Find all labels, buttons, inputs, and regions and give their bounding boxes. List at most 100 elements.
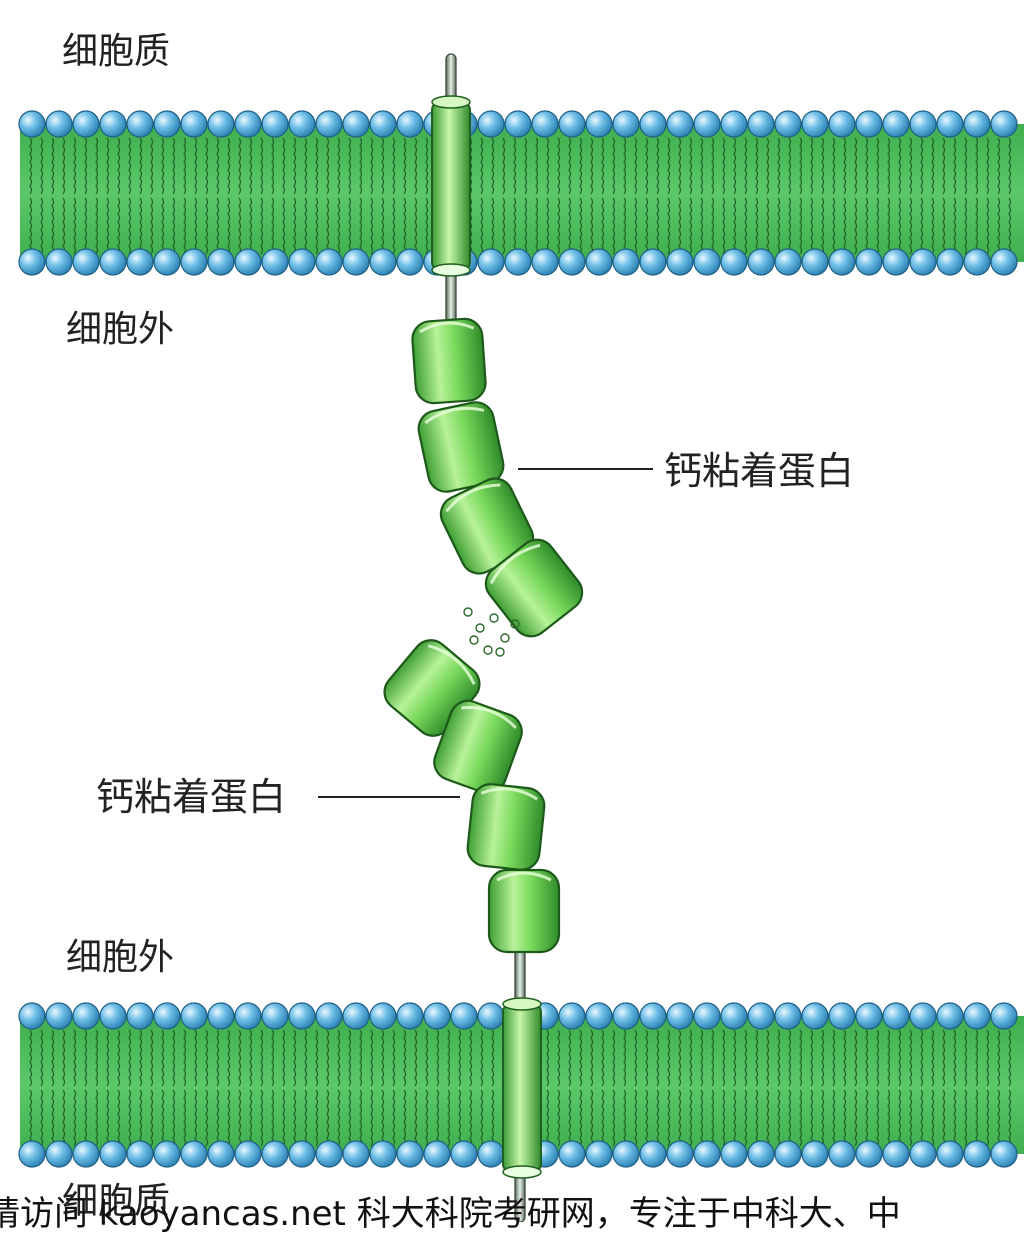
rod-top-cap: [503, 998, 541, 1010]
lipid-head: [694, 111, 720, 137]
lipid-head: [775, 1141, 801, 1167]
rod-bottom-cap: [503, 1166, 541, 1178]
lipid-head: [775, 111, 801, 137]
lipid-head: [46, 249, 72, 275]
transmembrane-rod-bottom: [503, 998, 541, 1178]
lipid-head: [478, 1003, 504, 1029]
rod-body: [503, 1004, 541, 1172]
lipid-head: [721, 249, 747, 275]
rod-top-cap: [432, 96, 470, 108]
lipid-head: [424, 1003, 450, 1029]
lipid-head: [613, 111, 639, 137]
lipid-head: [829, 249, 855, 275]
lipid-head: [208, 1003, 234, 1029]
lipid-head: [694, 1003, 720, 1029]
lipid-head: [613, 249, 639, 275]
lipid-head: [532, 249, 558, 275]
lipid-head: [19, 1141, 45, 1167]
lipid-head: [181, 1003, 207, 1029]
lipid-head: [289, 1003, 315, 1029]
lipid-head: [586, 1003, 612, 1029]
lipid-head: [262, 1003, 288, 1029]
lipid-head: [73, 111, 99, 137]
cadherin-lower-domain-3: [466, 782, 546, 871]
lipid-head: [127, 249, 153, 275]
lipid-head: [748, 1003, 774, 1029]
lipid-head: [343, 249, 369, 275]
lipid-head: [181, 249, 207, 275]
lipid-head: [235, 249, 261, 275]
label-cadherin-left: 钙粘着蛋白: [96, 778, 286, 816]
lipid-head: [73, 249, 99, 275]
cadherin-upper-domain-1: [411, 318, 487, 405]
lipid-head: [856, 1141, 882, 1167]
lipid-head: [802, 1003, 828, 1029]
lipid-head: [370, 111, 396, 137]
lipid-head: [154, 1141, 180, 1167]
lipid-head: [208, 111, 234, 137]
watermark-text: 请访问 kaoyancas.net 科大科院考研网，专注于中科大、中: [0, 1186, 901, 1235]
lipid-head: [856, 111, 882, 137]
lipid-head: [802, 249, 828, 275]
lipid-head: [46, 1141, 72, 1167]
calcium-ion: [470, 636, 478, 644]
lipid-head: [316, 249, 342, 275]
lipid-head: [397, 1003, 423, 1029]
membrane-top: [19, 111, 1024, 275]
lipid-head: [397, 111, 423, 137]
lipid-head: [73, 1141, 99, 1167]
lipid-head: [478, 1141, 504, 1167]
lipid-head: [586, 249, 612, 275]
lipid-head: [667, 1003, 693, 1029]
lipid-head: [964, 1003, 990, 1029]
lipid-head: [208, 1141, 234, 1167]
lipid-head: [694, 1141, 720, 1167]
lipid-head: [451, 1141, 477, 1167]
lipid-head: [370, 249, 396, 275]
lipid-head: [316, 1003, 342, 1029]
lipid-head: [100, 249, 126, 275]
lipid-head: [964, 249, 990, 275]
lipid-head: [127, 1003, 153, 1029]
calcium-ion: [496, 648, 504, 656]
lipid-head: [262, 249, 288, 275]
lipid-head: [154, 1003, 180, 1029]
calcium-ion: [501, 634, 509, 642]
lipid-head: [100, 1003, 126, 1029]
lipid-head: [640, 1141, 666, 1167]
barrel-body: [489, 870, 559, 952]
calcium-ion: [464, 608, 472, 616]
lipid-head: [829, 1141, 855, 1167]
lipid-head: [235, 111, 261, 137]
lipid-head: [370, 1141, 396, 1167]
lipid-head: [937, 1141, 963, 1167]
lipid-head: [721, 1003, 747, 1029]
lipid-head: [316, 111, 342, 137]
lipid-head: [451, 1003, 477, 1029]
lipid-head: [613, 1003, 639, 1029]
lipid-head: [19, 249, 45, 275]
lipid-head: [559, 111, 585, 137]
lipid-head: [667, 1141, 693, 1167]
lipid-head: [343, 1141, 369, 1167]
label-extracellular-top: 细胞外: [66, 312, 174, 348]
lipid-head: [640, 249, 666, 275]
lipid-head: [19, 1003, 45, 1029]
lipid-head: [802, 111, 828, 137]
label-cadherin-right: 钙粘着蛋白: [664, 452, 854, 490]
label-cytoplasm-top: 细胞质: [62, 34, 170, 70]
lipid-head: [289, 111, 315, 137]
rod-bottom-cap: [432, 264, 470, 276]
lipid-head: [73, 1003, 99, 1029]
lipid-head: [289, 249, 315, 275]
lipid-head: [910, 249, 936, 275]
lipid-head: [235, 1003, 261, 1029]
lipid-head: [262, 111, 288, 137]
lipid-head: [154, 249, 180, 275]
lipid-head: [721, 111, 747, 137]
membrane-core: [20, 124, 1024, 262]
rod-body: [432, 102, 470, 270]
lipid-head: [910, 1141, 936, 1167]
